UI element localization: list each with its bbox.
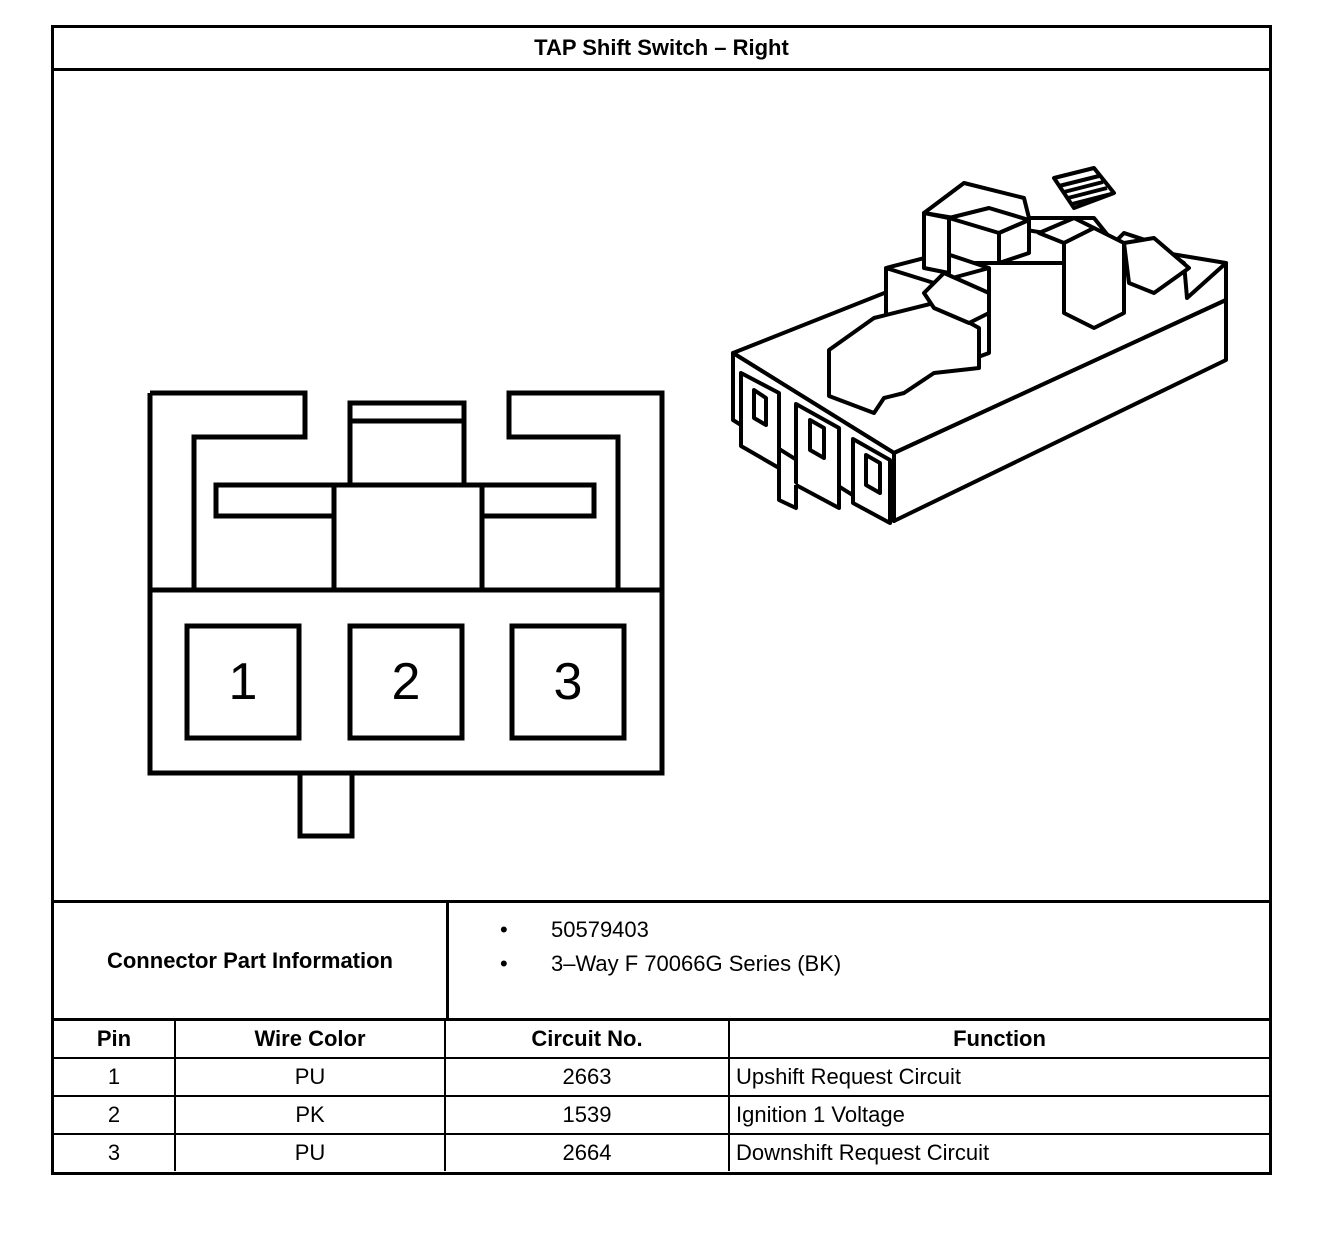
drawing-area: 1 2 3 xyxy=(54,68,1269,900)
table-row: 3 PU 2664 Downshift Request Circuit xyxy=(54,1133,1269,1171)
connector-isometric-illustration xyxy=(731,166,1228,525)
header-pin: Pin xyxy=(54,1018,176,1059)
iso-ribbed-lock xyxy=(1052,166,1116,210)
face-bottom-key xyxy=(297,773,355,839)
table-row: 1 PU 2663 Upshift Request Circuit xyxy=(54,1057,1269,1097)
cell-pin: 3 xyxy=(54,1133,176,1171)
cell-circuit-no: 2663 xyxy=(444,1057,730,1097)
iso-body-side xyxy=(892,298,1228,523)
cell-wire-color: PU xyxy=(174,1133,446,1171)
face-center-latch xyxy=(331,400,485,590)
sheet-title: TAP Shift Switch – Right xyxy=(54,28,1269,71)
connector-series: 3–Way F 70066G Series (BK) xyxy=(494,947,841,981)
cell-pin: 2 xyxy=(54,1095,176,1135)
pin-cavity-2 xyxy=(347,623,465,741)
pin-table: Pin Wire Color Circuit No. Function 1 PU… xyxy=(54,1018,1269,1171)
pin-label-2: 2 xyxy=(391,653,421,711)
pin-label-1: 1 xyxy=(228,653,258,711)
cell-circuit-no: 1539 xyxy=(444,1095,730,1135)
connector-info-row: Connector Part Information 50579403 3–Wa… xyxy=(54,900,1269,1018)
cell-function: Ignition 1 Voltage xyxy=(728,1095,1269,1135)
connector-info-label: Connector Part Information xyxy=(54,903,449,1018)
connector-sheet: TAP Shift Switch – Right 1 2 3 xyxy=(51,25,1272,1175)
connector-part-number: 50579403 xyxy=(494,913,841,947)
connector-info-list: 50579403 3–Way F 70066G Series (BK) xyxy=(494,913,841,981)
header-function: Function xyxy=(728,1018,1269,1059)
pin-table-header: Pin Wire Color Circuit No. Function xyxy=(54,1018,1269,1059)
header-wire-color: Wire Color xyxy=(174,1018,446,1059)
iso-front-cavities xyxy=(739,371,892,525)
cell-wire-color: PU xyxy=(174,1057,446,1097)
connector-face-diagram xyxy=(147,390,665,839)
iso-slider-ramp xyxy=(827,301,981,415)
cell-wire-color: PK xyxy=(174,1095,446,1135)
pin-label-3: 3 xyxy=(553,653,583,711)
header-circuit-no: Circuit No. xyxy=(444,1018,730,1059)
pin-cavity-1 xyxy=(184,623,302,741)
pin-cavity-3 xyxy=(509,623,627,741)
title-text: TAP Shift Switch – Right xyxy=(534,35,789,60)
cell-pin: 1 xyxy=(54,1057,176,1097)
cell-function: Downshift Request Circuit xyxy=(728,1133,1269,1171)
table-row: 2 PK 1539 Ignition 1 Voltage xyxy=(54,1095,1269,1135)
cell-function: Upshift Request Circuit xyxy=(728,1057,1269,1097)
cell-circuit-no: 2664 xyxy=(444,1133,730,1171)
